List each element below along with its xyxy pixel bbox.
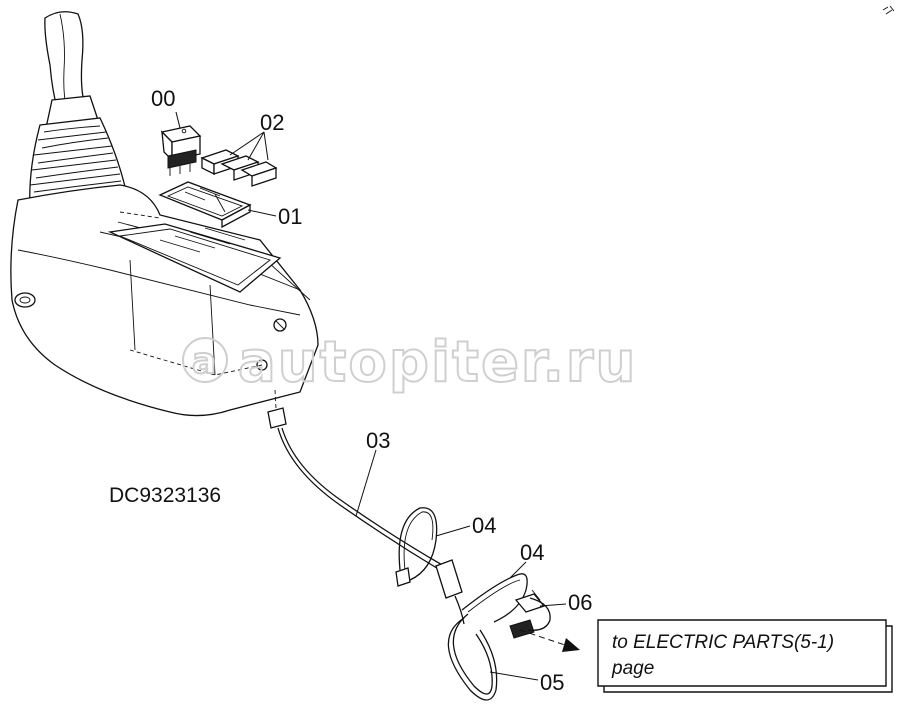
joystick-lever — [44, 11, 99, 129]
cable-loop-part-05 — [447, 573, 528, 701]
blank-covers-part-02 — [200, 149, 278, 187]
switch-part-00 — [160, 125, 202, 176]
reference-box[interactable]: to ELECTRIC PARTS(5-1) page — [597, 619, 893, 693]
switch-frame-part-01 — [158, 181, 252, 229]
leader-lines — [175, 111, 567, 681]
clip-part-06 — [509, 589, 551, 639]
callout-04-lower: 04 — [520, 540, 544, 565]
reference-arrow — [519, 629, 580, 652]
cable-tie-part-04-upper — [395, 507, 438, 587]
part-number: DC9323136 — [109, 484, 221, 507]
harness-cable-part-03 — [267, 389, 465, 625]
callout-06: 06 — [568, 590, 592, 615]
watermark-at-glyph: a — [192, 341, 218, 382]
callout-02: 02 — [260, 110, 284, 135]
callout-01: 01 — [278, 204, 302, 229]
callout-00: 00 — [151, 86, 175, 111]
watermark: a autopiter.ru — [182, 329, 637, 396]
reference-box-line1: to ELECTRIC PARTS(5-1) — [612, 632, 834, 653]
watermark-text: autopiter.ru — [238, 330, 637, 395]
callout-05: 05 — [540, 670, 564, 695]
console-body — [10, 184, 319, 417]
callout-03: 03 — [366, 428, 390, 453]
corner-mark — [882, 5, 895, 15]
callout-04-upper: 04 — [472, 513, 496, 538]
reference-box-line2: page — [611, 658, 654, 679]
